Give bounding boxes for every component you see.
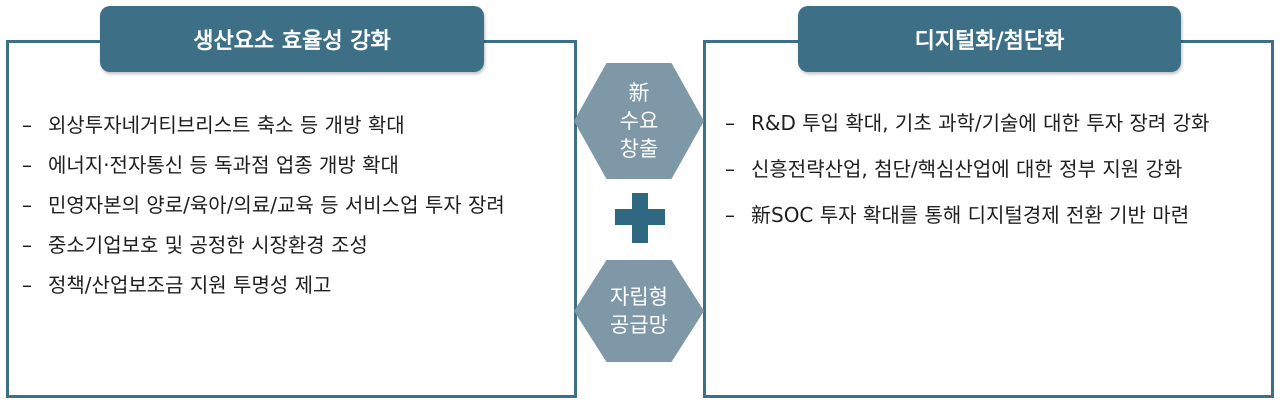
hex-line: 창출 [619, 137, 659, 161]
dash-bullet-icon: – [22, 273, 32, 297]
plus-icon-vertical [632, 193, 648, 243]
list-item-text: 외상투자네거티브리스트 축소 등 개방 확대 [48, 113, 405, 137]
list-item: –新SOC 투자 확대를 통해 디지털경제 전환 기반 마련 [725, 195, 1265, 235]
right-panel [703, 40, 1274, 398]
list-item-text: 에너지·전자통신 등 독과점 업종 개방 확대 [48, 153, 399, 177]
list-item: –민영자본의 양로/육아/의료/교육 등 서비스업 투자 장려 [22, 185, 567, 225]
right-item-list: –R&D 투입 확대, 기초 과학/기술에 대한 투자 장려 강화 –신흥전략산… [725, 103, 1265, 241]
left-panel-title: 생산요소 효율성 강화 [100, 6, 484, 72]
supply-chain-hexagon: 자립형 공급망 [574, 260, 704, 362]
dash-bullet-icon: – [22, 153, 32, 177]
dash-bullet-icon: – [725, 157, 735, 181]
hex-line: 자립형 [610, 285, 668, 309]
dash-bullet-icon: – [22, 233, 32, 257]
right-panel-title: 디지털화/첨단화 [798, 6, 1181, 72]
list-item: –정책/산업보조금 지원 투명성 제고 [22, 265, 567, 305]
dash-bullet-icon: – [22, 193, 32, 217]
hex-line: 新 [628, 81, 650, 105]
list-item: –R&D 투입 확대, 기초 과학/기술에 대한 투자 장려 강화 [725, 103, 1265, 143]
list-item: –신흥전략산업, 첨단/핵심산업에 대한 정부 지원 강화 [725, 149, 1265, 189]
list-item: –중소기업보호 및 공정한 시장환경 조성 [22, 225, 567, 265]
list-item: –외상투자네거티브리스트 축소 등 개방 확대 [22, 105, 567, 145]
left-panel [6, 40, 577, 398]
hex-line: 공급망 [610, 313, 668, 337]
left-item-list: –외상투자네거티브리스트 축소 등 개방 확대 –에너지·전자통신 등 독과점 … [22, 105, 567, 305]
list-item-text: R&D 투입 확대, 기초 과학/기술에 대한 투자 장려 강화 [751, 111, 1210, 135]
list-item-text: 정책/산업보조금 지원 투명성 제고 [48, 273, 332, 297]
dash-bullet-icon: – [22, 113, 32, 137]
new-demand-hexagon: 新 수요 창출 [574, 63, 704, 179]
list-item-text: 중소기업보호 및 공정한 시장환경 조성 [48, 233, 368, 257]
dash-bullet-icon: – [725, 111, 735, 135]
list-item: –에너지·전자통신 등 독과점 업종 개방 확대 [22, 145, 567, 185]
hex-line: 수요 [619, 109, 659, 133]
list-item-text: 新SOC 투자 확대를 통해 디지털경제 전환 기반 마련 [751, 203, 1190, 227]
dash-bullet-icon: – [725, 203, 735, 227]
list-item-text: 신흥전략산업, 첨단/핵심산업에 대한 정부 지원 강화 [751, 157, 1183, 181]
list-item-text: 민영자본의 양로/육아/의료/교육 등 서비스업 투자 장려 [48, 193, 505, 217]
